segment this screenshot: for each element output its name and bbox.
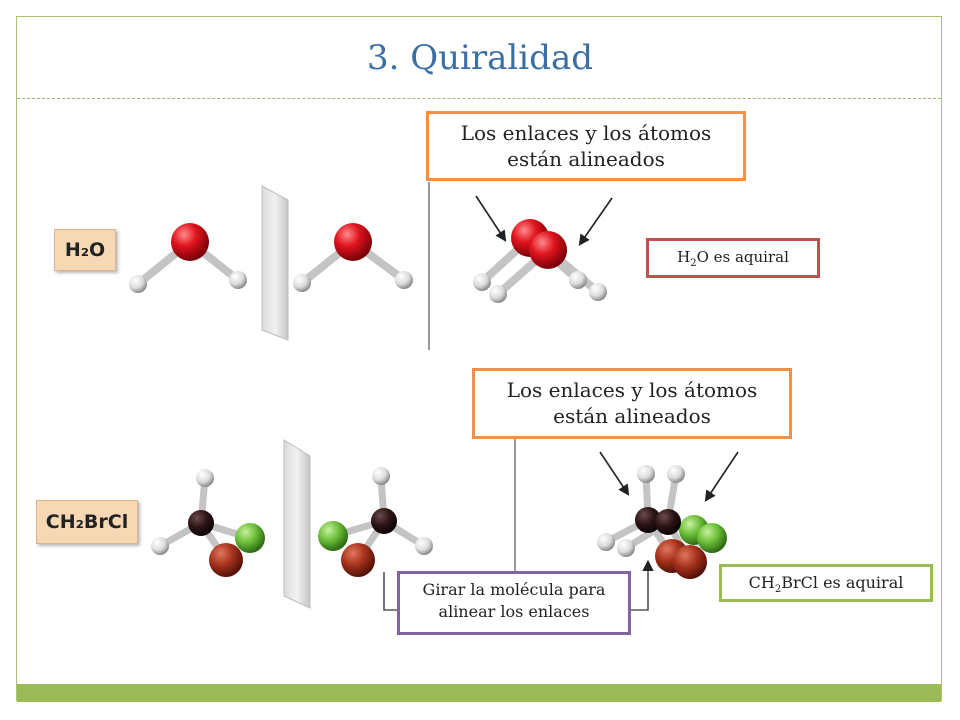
oxygen-atom	[529, 231, 567, 269]
result-prefix: H	[677, 248, 691, 266]
hydrogen-atom	[597, 533, 615, 551]
hydrogen-atom	[395, 271, 413, 289]
carbon-atom	[188, 510, 214, 536]
h2o-molecules-superimposed	[473, 219, 607, 303]
hydrogen-atom	[569, 271, 587, 289]
hydrogen-atom	[151, 537, 169, 555]
result-label-h2o: H2O es aquiral	[646, 238, 820, 278]
formula-tag-h2o: H₂O	[54, 229, 116, 271]
bromine-atom	[209, 543, 243, 577]
rotation-bracket-arrow	[630, 559, 654, 611]
carbon-atom	[635, 507, 661, 533]
hydrogen-atom	[489, 285, 507, 303]
arrow-left-ch2brcl	[599, 451, 630, 496]
chlorine-atom	[697, 523, 727, 553]
rotate-note: Girar la molécula para alinear los enlac…	[397, 571, 631, 635]
title-divider	[17, 98, 941, 99]
ch2brcl-molecule-mirror	[318, 467, 433, 577]
formula-tag-ch2brcl: CH₂BrCl	[36, 500, 138, 544]
mirror-plane-ch2brcl	[283, 439, 311, 609]
callout-aligned-h2o: Los enlaces y los átomos están alineados	[426, 111, 746, 181]
hydrogen-atom	[667, 465, 685, 483]
ch2brcl-molecule-left	[151, 469, 265, 577]
hydrogen-atom	[293, 274, 311, 292]
hydrogen-atom	[129, 275, 147, 293]
callout-line: Los enlaces y los átomos	[506, 378, 758, 402]
arrow-left-h2o	[475, 195, 507, 242]
footer-accent-bar	[17, 684, 941, 702]
hydrogen-atom	[415, 537, 433, 555]
chlorine-atom	[235, 523, 265, 553]
result-suffix: BrCl es aquiral	[781, 573, 904, 592]
arrow-right-ch2brcl	[704, 451, 739, 502]
hydrogen-atom	[637, 465, 655, 483]
arrow-right-h2o	[578, 197, 613, 246]
hydrogen-atom	[473, 273, 491, 291]
result-suffix: O es aquiral	[696, 248, 789, 266]
slide-title: 3. Quiralidad	[367, 38, 593, 78]
oxygen-atom	[334, 223, 372, 261]
result-subscript: 2	[690, 258, 697, 269]
ch2brcl-molecules-superimposed	[597, 465, 727, 579]
result-subscript: 2	[774, 584, 782, 596]
result-prefix: CH	[748, 573, 775, 592]
callout-aligned-ch2brcl: Los enlaces y los átomos están alineados	[472, 368, 792, 439]
h2o-molecule-mirror	[293, 223, 413, 292]
carbon-atom	[371, 508, 397, 534]
mirror-plane-h2o	[261, 185, 289, 341]
h2o-molecule-left	[129, 223, 247, 293]
hydrogen-atom	[589, 283, 607, 301]
oxygen-atom	[171, 223, 209, 261]
chlorine-atom	[318, 521, 348, 551]
bromine-atom	[341, 543, 375, 577]
callout-line: están alineados	[507, 147, 665, 171]
callout-line: Los enlaces y los átomos	[460, 121, 712, 145]
bromine-atom	[673, 545, 707, 579]
callout-line: están alineados	[553, 404, 711, 428]
rotation-bracket	[383, 572, 398, 611]
carbon-atom	[655, 509, 681, 535]
rotate-line: Girar la molécula para	[422, 580, 606, 599]
hydrogen-atom	[196, 469, 214, 487]
result-label-ch2brcl: CH2BrCl es aquiral	[719, 564, 933, 602]
hydrogen-atom	[617, 539, 635, 557]
hydrogen-atom	[372, 467, 390, 485]
hydrogen-atom	[229, 271, 247, 289]
rotate-line: alinear los enlaces	[438, 602, 590, 621]
